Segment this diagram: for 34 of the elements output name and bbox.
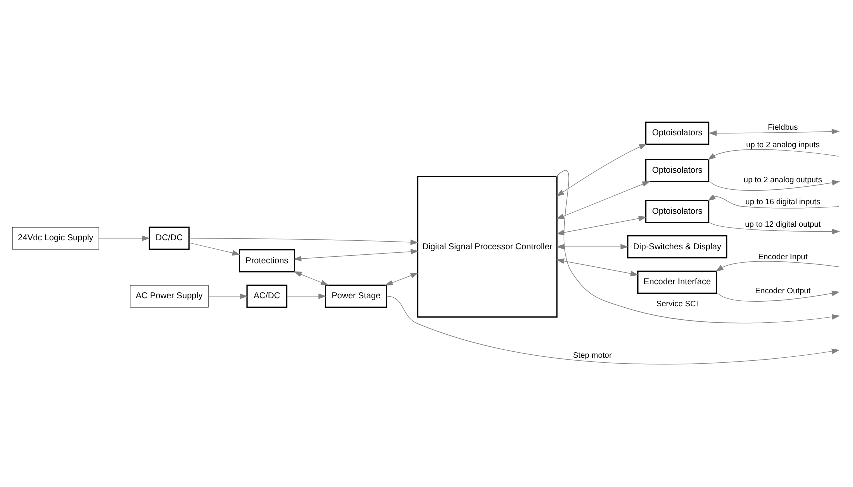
node-box: Dip-Switches & Display xyxy=(626,235,728,259)
node-box: DC/DC xyxy=(148,226,190,250)
arrow xyxy=(293,272,329,286)
node-box: AC/DC xyxy=(246,284,288,308)
arrow xyxy=(717,290,840,302)
arrow xyxy=(98,236,150,242)
node-box: Digital Signal Processor Controller xyxy=(416,176,558,318)
arrow xyxy=(188,242,240,256)
arrow xyxy=(709,180,840,192)
arrow xyxy=(556,258,638,277)
arrow xyxy=(556,181,650,220)
arrow xyxy=(715,261,839,272)
arrow xyxy=(286,294,326,300)
arrow xyxy=(556,144,647,197)
arrow xyxy=(707,149,840,160)
arrow xyxy=(208,294,248,300)
node-box: Optoisolators xyxy=(644,200,710,224)
arrow xyxy=(384,272,418,286)
node-box: Optoisolators xyxy=(644,122,710,146)
arrow xyxy=(709,222,840,235)
arrow xyxy=(293,249,418,262)
arrow xyxy=(707,194,839,209)
node-box: AC Power Supply xyxy=(130,285,208,308)
node-box: Encoder Interface xyxy=(637,270,717,294)
arrow xyxy=(556,244,628,250)
node-box: 24Vdc Logic Supply xyxy=(12,227,99,250)
arrow xyxy=(188,238,418,246)
arrow xyxy=(708,129,840,136)
node-box: Power Stage xyxy=(324,284,387,308)
arrow xyxy=(386,296,840,365)
node-box: Optoisolators xyxy=(644,159,710,182)
arrow xyxy=(556,216,646,236)
node-box: Protections xyxy=(238,249,295,273)
arrow xyxy=(556,170,840,324)
